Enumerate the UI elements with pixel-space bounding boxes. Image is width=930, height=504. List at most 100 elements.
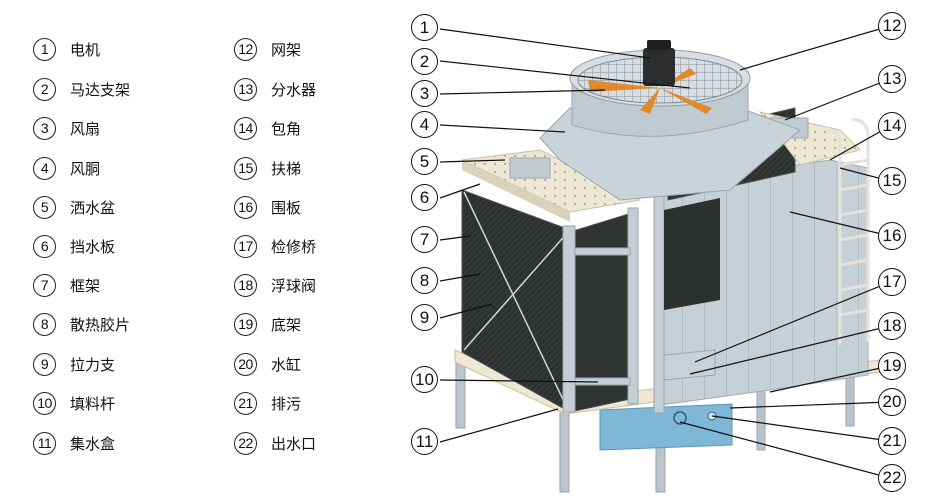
callout-number: 20	[882, 392, 902, 411]
legend-number: 21	[234, 391, 257, 415]
inner-fill	[664, 198, 720, 310]
callout-badge: 16	[878, 222, 906, 250]
callout-number: 4	[419, 114, 430, 134]
callout-number: 16	[882, 226, 902, 245]
legend-number: 18	[234, 273, 257, 297]
legend-label: 出水口	[271, 434, 317, 453]
legend-number: 3	[33, 116, 56, 140]
callout-badge: 3	[411, 80, 438, 107]
legend-number: 5	[33, 195, 56, 219]
legend-item: 16 围板	[234, 194, 301, 220]
callout-badge: 21	[878, 427, 906, 455]
legend-label: 风胴	[70, 159, 101, 178]
service-bridge	[663, 349, 716, 381]
legend-label: 电机	[70, 40, 101, 59]
legend-label: 挡水板	[70, 237, 116, 256]
callout-badge: 12	[878, 12, 906, 40]
callout-badge: 11	[411, 428, 438, 455]
legend-label: 散热胶片	[70, 315, 131, 334]
callout-number: 2	[419, 51, 430, 71]
legend-item: 1 电机	[33, 36, 100, 62]
legend-label: 框架	[70, 276, 101, 295]
legend-label: 拉力支	[70, 355, 116, 374]
legend-number: 4	[33, 156, 56, 180]
legend-label: 浮球阀	[271, 276, 317, 295]
callout-number: 15	[882, 171, 902, 190]
legend-item: 5 洒水盆	[33, 194, 115, 220]
legend-number: 2	[33, 77, 56, 101]
callout-badge: 5	[411, 148, 438, 175]
legend-label: 检修桥	[271, 237, 317, 256]
legend-item: 7 框架	[33, 272, 100, 298]
legend-item: 6 挡水板	[33, 233, 115, 259]
legend-item: 4 风胴	[33, 155, 100, 181]
legend-number: 8	[33, 312, 56, 336]
callout-badge: 17	[878, 268, 906, 296]
callout-number: 9	[419, 307, 430, 327]
callout-badge: 20	[878, 388, 906, 416]
legend-number: 14	[234, 116, 257, 140]
legend-number: 15	[234, 156, 257, 180]
legend-item: 11 集水盒	[33, 430, 115, 456]
callout-number: 10	[415, 369, 434, 389]
callout-badge: 22	[878, 464, 906, 492]
callout-number: 6	[419, 187, 430, 207]
legend-item: 12 网架	[234, 36, 301, 62]
legend-number: 7	[33, 273, 56, 297]
callout-badge: 8	[411, 267, 438, 294]
legend-number: 12	[234, 37, 257, 61]
fill-media-left	[461, 189, 636, 413]
legend-number: 1	[33, 37, 56, 61]
callout-number: 18	[882, 316, 902, 335]
callout-badge: 7	[411, 226, 438, 253]
legend-label: 集水盒	[70, 434, 116, 453]
legend-number: 11	[33, 431, 56, 455]
legend-label: 马达支架	[70, 80, 131, 99]
legend-item: 2 马达支架	[33, 76, 130, 102]
legend-label: 排污	[271, 394, 302, 413]
legend-label: 风扇	[70, 119, 101, 138]
callout-number: 5	[419, 151, 430, 171]
legend-label: 洒水盆	[70, 198, 116, 217]
legend-label: 填料杆	[70, 394, 116, 413]
callout-number: 13	[882, 69, 902, 88]
legend-item: 14 包角	[234, 115, 301, 141]
legend-number: 20	[234, 352, 257, 376]
legend-item: 15 扶梯	[234, 155, 301, 181]
legend-number: 16	[234, 195, 257, 219]
legend-item: 8 散热胶片	[33, 311, 130, 337]
callout-number: 17	[882, 272, 902, 291]
callout-number: 11	[415, 431, 434, 451]
callout-number: 1	[419, 17, 430, 37]
legend-number: 13	[234, 77, 257, 101]
callout-badge: 14	[878, 112, 906, 140]
legend-item: 10 填料杆	[33, 390, 115, 416]
callout-number: 3	[419, 83, 430, 103]
legend-number: 9	[33, 352, 56, 376]
legend-label: 扶梯	[271, 159, 302, 178]
legend-item: 20 水缸	[234, 351, 301, 377]
legend-item: 21 排污	[234, 390, 301, 416]
legend-item: 9 拉力支	[33, 351, 115, 377]
legend-label: 网架	[271, 40, 302, 59]
callout-badge: 6	[411, 184, 438, 211]
callout-badge: 9	[411, 304, 438, 331]
legend-number: 6	[33, 234, 56, 258]
callout-number: 21	[882, 431, 902, 450]
callout-number: 19	[882, 356, 902, 375]
legend-label: 围板	[271, 198, 302, 217]
legend-number: 10	[33, 391, 56, 415]
legend-item: 18 浮球阀	[234, 272, 316, 298]
ladder	[821, 118, 870, 345]
callout-badge: 15	[878, 167, 906, 195]
legend-number: 19	[234, 312, 257, 336]
callout-badge: 1	[411, 14, 438, 41]
legend-label: 水缸	[271, 355, 302, 374]
callout-number: 8	[419, 270, 430, 290]
legend-label: 包角	[271, 119, 302, 138]
legend-number: 22	[234, 431, 257, 455]
